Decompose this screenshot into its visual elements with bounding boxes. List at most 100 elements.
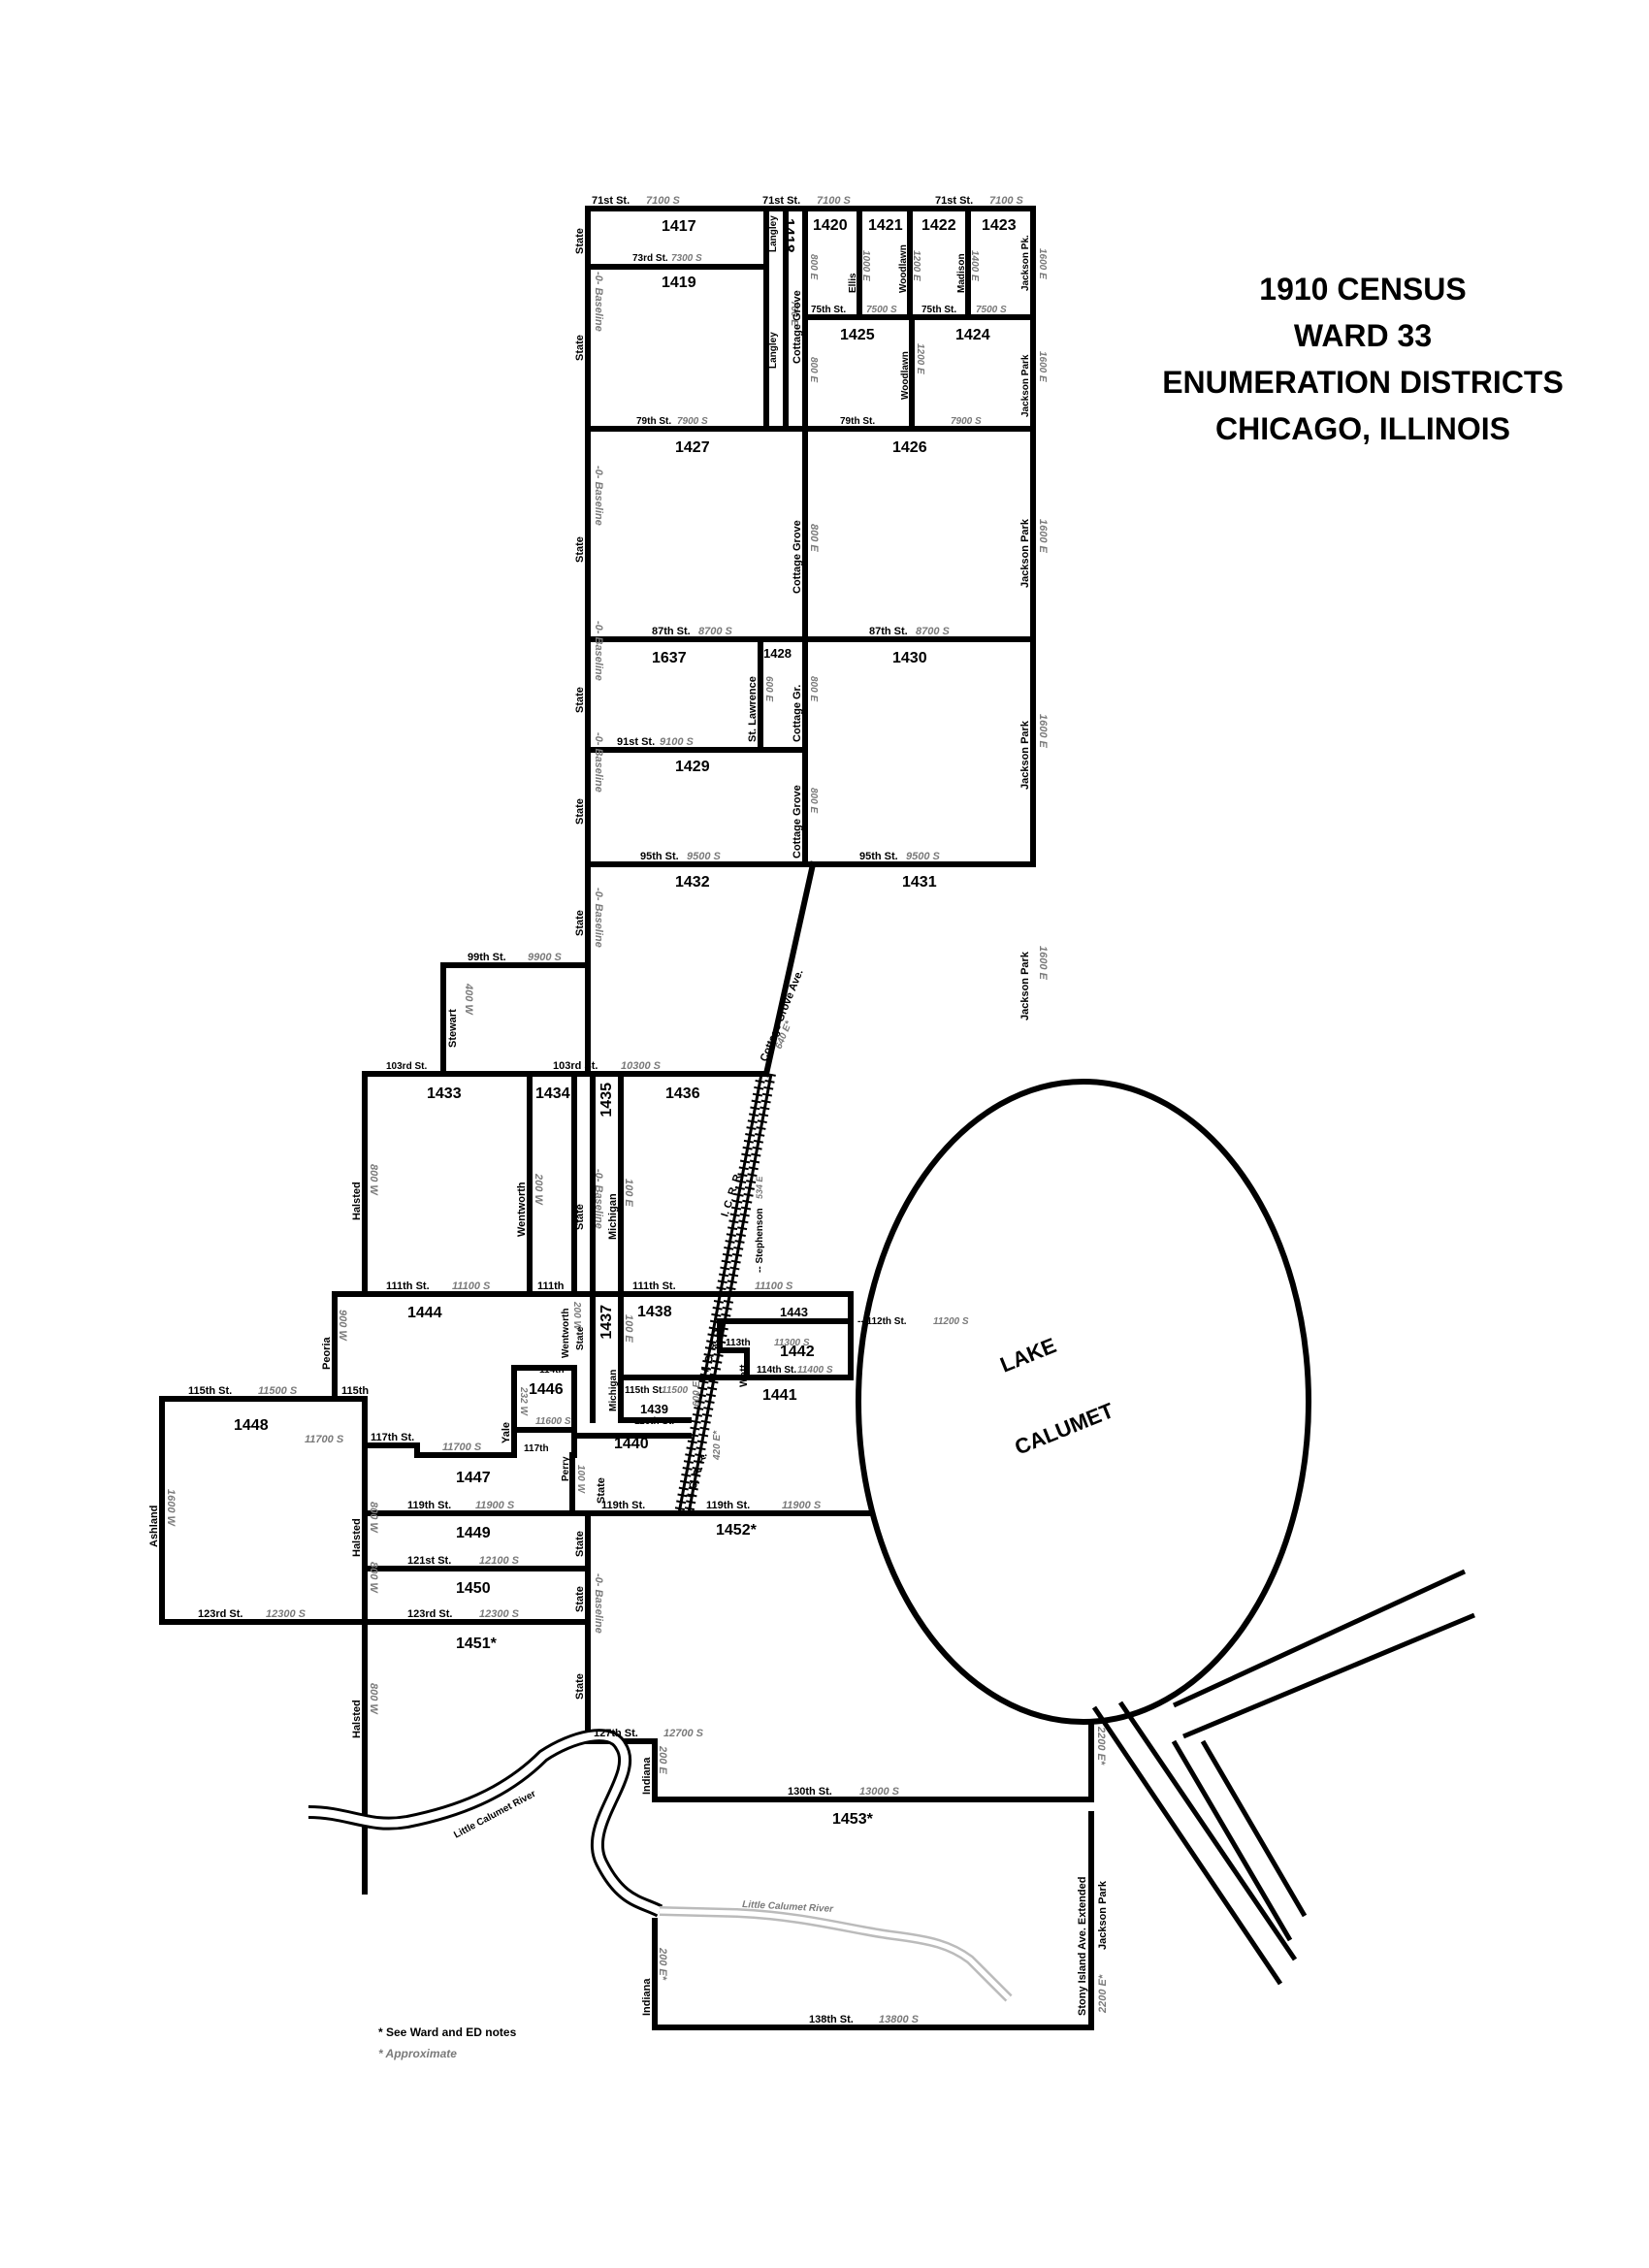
svg-text:1200 E: 1200 E <box>915 343 925 374</box>
ed-1428: 1428 <box>763 646 792 661</box>
svg-text:600 E: 600 E <box>692 1381 702 1407</box>
svg-text:11500: 11500 <box>662 1385 689 1396</box>
ed-1424: 1424 <box>955 327 990 343</box>
svg-text:-0- Baseline: -0- Baseline <box>593 621 604 681</box>
label-138th: 138th St. <box>809 2014 854 2025</box>
svg-text:-0- Baseline: -0- Baseline <box>593 888 604 948</box>
label-ashland: Ashland <box>148 1506 160 1547</box>
svg-text:232 W: 232 W <box>518 1386 529 1416</box>
label-cottgr: Cottage Gr. <box>792 685 803 742</box>
ed-1442: 1442 <box>780 1344 815 1360</box>
ed-1439: 1439 <box>640 1402 668 1416</box>
ed-1451: 1451* <box>456 1636 498 1652</box>
ed-1447: 1447 <box>456 1470 491 1486</box>
svg-text:9500 S: 9500 S <box>906 851 941 862</box>
label-123rd-b: 123rd St. <box>407 1608 452 1620</box>
svg-text:7900 S: 7900 S <box>951 416 982 427</box>
svg-text:100 E: 100 E <box>623 1179 634 1207</box>
svg-text:11400 S: 11400 S <box>797 1365 833 1376</box>
street-labels-vertical: State State -0- Baseline State -0- Basel… <box>148 215 1109 2016</box>
label-indiana-2: Indiana <box>641 1978 653 2016</box>
label-langley-2: Langley <box>768 332 779 369</box>
ed-1444: 1444 <box>407 1305 442 1321</box>
label-jpark-4: Jackson Park <box>1019 951 1031 1021</box>
label-halsted-1: Halsted <box>351 1182 363 1220</box>
svg-text:7500 S: 7500 S <box>976 305 1007 315</box>
label-119th-c: 119th St. <box>706 1500 750 1511</box>
label-73rd: 73rd St. <box>632 253 668 264</box>
ed-1440: 1440 <box>614 1436 649 1452</box>
ed-1417: 1417 <box>662 218 696 235</box>
label-stewart: Stewart <box>447 1009 459 1048</box>
ed-1432: 1432 <box>675 874 710 891</box>
label-91st: 91st St. <box>617 736 655 748</box>
svg-text:7100 S: 7100 S <box>817 195 852 207</box>
label-langley-1: Langley <box>768 215 779 252</box>
ed-1436: 1436 <box>665 1085 700 1102</box>
svg-text:2200 E*: 2200 E* <box>1097 1974 1109 2014</box>
svg-text:1200 E: 1200 E <box>911 250 922 281</box>
label-state-9: State <box>596 1477 607 1504</box>
label-114th-b: 114th <box>539 1365 565 1376</box>
svg-text:12300 S: 12300 S <box>266 1608 307 1620</box>
label-wentworth-2: Wentworth <box>561 1309 571 1358</box>
svg-text:-0- Baseline: -0- Baseline <box>593 272 604 332</box>
svg-text:7100 S: 7100 S <box>989 195 1024 207</box>
label-state-12: State <box>574 1673 586 1700</box>
label-state-6: State <box>574 910 586 936</box>
lake-channel-branch <box>1171 1739 1308 1942</box>
svg-text:1600 E: 1600 E <box>1037 351 1048 382</box>
label-jpk: Jackson Pk. <box>1020 235 1031 291</box>
lake-channel-south <box>1091 1701 1298 1986</box>
svg-text:11700 S: 11700 S <box>305 1434 344 1445</box>
svg-text:100 E: 100 E <box>623 1314 634 1343</box>
svg-text:200 W: 200 W <box>533 1173 544 1206</box>
little-calumet-river-inner <box>307 1732 662 1915</box>
ed-1422: 1422 <box>922 217 956 234</box>
svg-text:8700 S: 8700 S <box>916 626 951 637</box>
ed-1441: 1441 <box>762 1387 797 1404</box>
ed-1431: 1431 <box>902 874 937 891</box>
label-95th-a: 95th St. <box>640 851 679 862</box>
svg-text:9900 S: 9900 S <box>528 952 563 963</box>
ed-1452: 1452* <box>716 1522 758 1539</box>
ed-1434: 1434 <box>535 1085 570 1102</box>
label-71st-c: 71st St. <box>935 195 973 207</box>
label-stephenson: -- Stephenson <box>755 1208 765 1273</box>
label-cottage-1: Cottage Grove <box>792 290 803 364</box>
svg-text:200 E*: 200 E* <box>657 1947 668 1981</box>
label-cottage-2: Cottage Grove <box>792 520 803 594</box>
label-jpark-2: Jackson Park <box>1019 518 1031 588</box>
svg-text:12300 S: 12300 S <box>479 1608 520 1620</box>
svg-text:534 E: 534 E <box>755 1175 764 1199</box>
label-117th-b: 117th <box>524 1443 549 1454</box>
map-title-line-1: 1910 CENSUS <box>1259 272 1467 307</box>
svg-text:1600 E: 1600 E <box>1037 714 1049 749</box>
ed-1448: 1448 <box>234 1417 269 1434</box>
label-103rd-a: 103rd St. <box>386 1061 427 1072</box>
svg-text:100 W: 100 W <box>575 1465 586 1494</box>
label-state-5: State <box>574 798 586 825</box>
ed-1426: 1426 <box>892 439 927 456</box>
svg-text:-0- Baseline: -0- Baseline <box>593 1169 604 1229</box>
ed-1438: 1438 <box>637 1304 672 1320</box>
svg-text:13000 S: 13000 S <box>859 1786 900 1798</box>
svg-text:1600 E: 1600 E <box>1037 519 1049 554</box>
label-117th-a: 117th St. <box>371 1432 414 1443</box>
label-119th-b: 119th St. <box>601 1500 645 1511</box>
ed-1420: 1420 <box>813 217 848 234</box>
svg-text:420 E*: 420 E* <box>712 1430 723 1461</box>
ed-1443: 1443 <box>780 1305 808 1319</box>
svg-text:800 W: 800 W <box>368 1502 379 1534</box>
svg-text:11900 S: 11900 S <box>782 1500 822 1511</box>
label-stony-island: Stony Island Ave. Extended <box>1077 1877 1088 2016</box>
ed-1446: 1446 <box>529 1381 564 1398</box>
label-state-11: State <box>574 1586 586 1612</box>
label-99th: 99th St. <box>468 952 506 963</box>
label-111th-a: 111th St. <box>386 1280 430 1292</box>
svg-text:12100 S: 12100 S <box>479 1555 520 1567</box>
label-123rd-a: 123rd St. <box>198 1608 242 1620</box>
ed-1453: 1453* <box>832 1811 874 1828</box>
svg-text:9100 S: 9100 S <box>660 736 695 748</box>
svg-text:800 W: 800 W <box>368 1562 379 1594</box>
